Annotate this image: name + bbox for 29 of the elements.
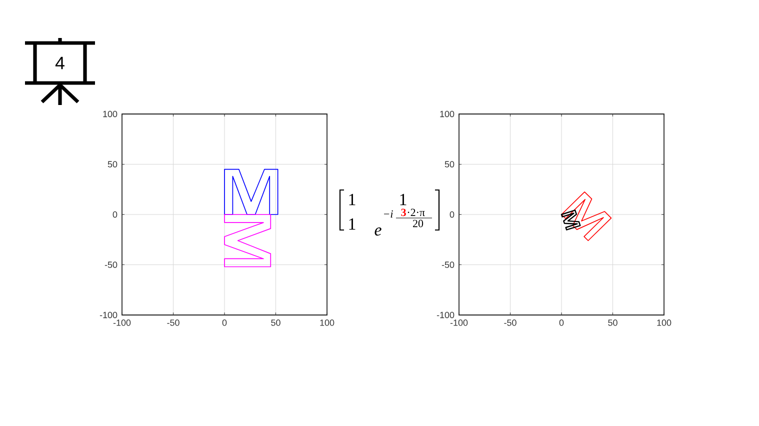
x-tick-label: 100: [320, 320, 334, 326]
y-tick-label: 100: [103, 110, 118, 118]
y-tick-label: -50: [442, 262, 454, 268]
y-tick-label: -50: [104, 262, 118, 268]
y-tick-label: -100: [436, 312, 454, 318]
y-tick-label: -100: [100, 312, 118, 318]
matrix-entry: 1: [349, 218, 356, 230]
highlighted-digit: 3: [401, 208, 406, 216]
matrix-entry: 1: [349, 194, 356, 206]
y-tick-label: 100: [440, 110, 454, 118]
y-tick-label: 50: [108, 161, 118, 168]
matrix-entry: 1: [400, 194, 406, 206]
fraction-numerator: ·2·π: [408, 208, 425, 216]
x-tick-label: 0: [559, 320, 564, 326]
x-tick-label: 0: [222, 320, 227, 326]
x-tick-label: 100: [657, 320, 672, 326]
y-tick-label: 0: [450, 211, 454, 218]
x-tick-label: -100: [450, 320, 468, 326]
x-tick-label: -100: [113, 320, 131, 326]
x-tick-label: 50: [271, 320, 280, 326]
slide-number: 4: [55, 56, 64, 70]
fraction-denominator: 20: [413, 220, 424, 228]
exponent: −i: [384, 210, 393, 218]
y-tick-label: 50: [444, 161, 454, 168]
x-tick-label: -50: [167, 320, 180, 326]
y-tick-label: 0: [112, 211, 118, 218]
x-tick-label: -50: [504, 320, 516, 326]
x-tick-label: 50: [608, 320, 618, 326]
exponential-base: e: [374, 227, 382, 236]
